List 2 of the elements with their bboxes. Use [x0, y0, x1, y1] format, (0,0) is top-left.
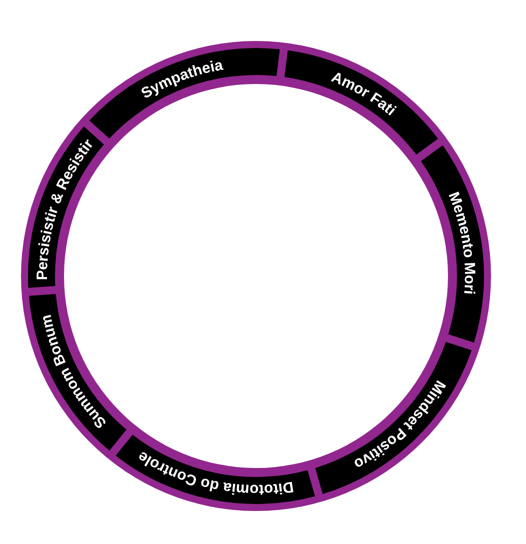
ring-segment: [284, 50, 438, 155]
ring-segment: [116, 434, 315, 504]
